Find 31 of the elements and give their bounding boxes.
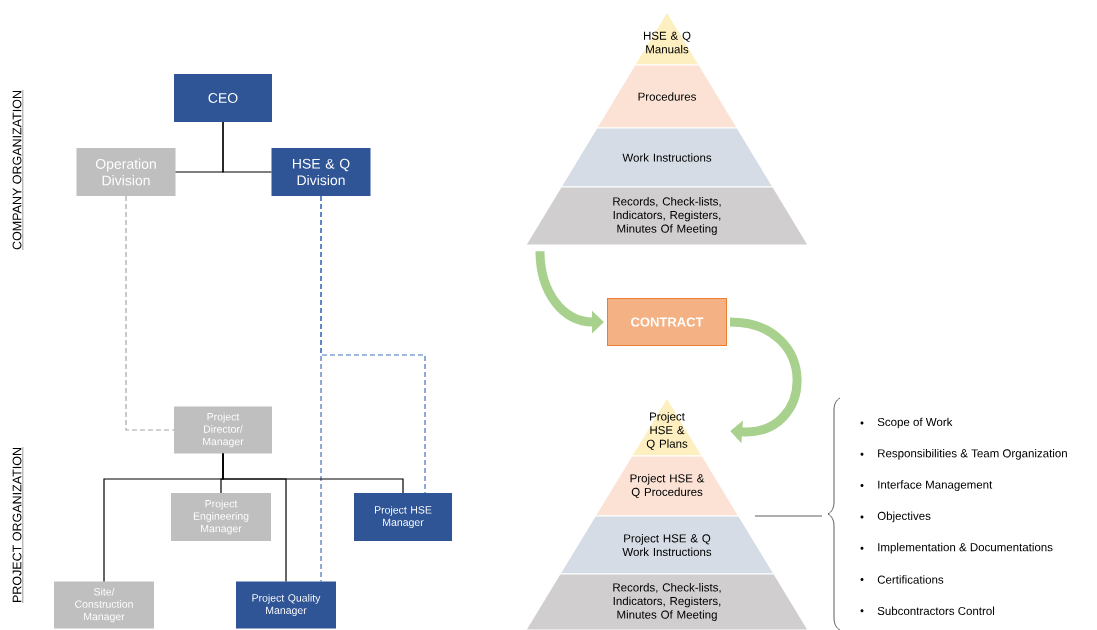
- connector-line: [125, 195, 175, 431]
- org-box: Project Director/ Manager: [174, 406, 272, 454]
- pyramid-layer: Project HSE & Q Plans: [631, 397, 703, 457]
- org-box: Project Engineering Manager: [171, 493, 271, 541]
- pyramid-layer: Records, Check-lists, Indicators, Registers, Minutes Of Meeting: [525, 186, 809, 246]
- pyramid-layer: Project HSE & Q Procedures: [594, 455, 740, 517]
- org-box: Operation Division: [76, 148, 176, 196]
- contract-box: CONTRACT: [607, 298, 727, 346]
- bullet-item: Responsibilities & Team Organization: [860, 448, 1067, 460]
- connector-line: [222, 452, 287, 583]
- org-box: Project HSE Manager: [354, 493, 452, 541]
- pyramid-layer: HSE & Q Manuals: [634, 11, 700, 66]
- side-heading: COMPANY ORGANIZATION: [12, 89, 24, 251]
- org-box: Project Quality Manager: [236, 581, 336, 629]
- bullet-item: Implementation & Documentations: [860, 542, 1053, 554]
- arrow: [729, 317, 802, 444]
- side-heading: PROJECT ORGANIZATION: [12, 446, 24, 604]
- bullet-item: Subcontractors Control: [860, 606, 995, 616]
- pyramid-layer: Procedures: [596, 64, 738, 129]
- bullet-item: Certifications: [860, 575, 944, 584]
- org-box: HSE & Q Division: [271, 148, 371, 196]
- connector-line: [222, 121, 273, 173]
- pyramid-layer: Project HSE & Q Work Instructions: [559, 515, 775, 575]
- org-box: CEO: [174, 74, 272, 122]
- pyramid-layer: Work Instructions: [560, 127, 774, 188]
- connector-line: [320, 195, 322, 583]
- bullet-item: Scope of Work: [860, 417, 953, 429]
- org-box: Site/ Construction Manager: [54, 581, 154, 629]
- bullet-item: Objectives: [860, 511, 931, 523]
- pyramid-layer: Records, Check-lists, Indicators, Registers, Minutes Of Meeting: [525, 573, 809, 630]
- bullet-item: Interface Management: [860, 480, 993, 491]
